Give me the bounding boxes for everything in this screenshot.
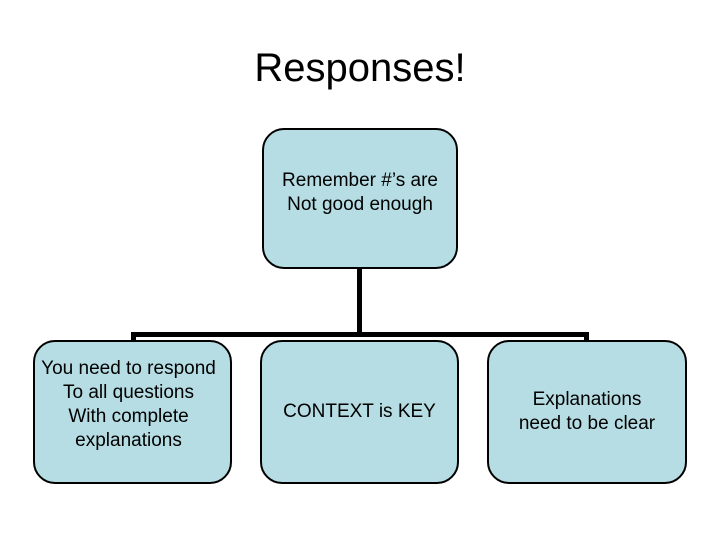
connector-bar-horizontal xyxy=(131,332,589,337)
connector-drop-right xyxy=(584,332,589,344)
node-box-respond[interactable]: You need to respond To all questions Wit… xyxy=(33,340,232,484)
node-label-root: Remember #’s are Not good enough xyxy=(282,169,438,215)
connector-stem-vertical xyxy=(357,268,362,337)
node-box-root[interactable]: Remember #’s are Not good enough xyxy=(262,128,458,269)
connector-drop-left xyxy=(131,332,136,344)
page-title: Responses! xyxy=(254,46,466,90)
node-box-explanations[interactable]: Explanations need to be clear xyxy=(487,340,687,484)
node-label-context: CONTEXT is KEY xyxy=(283,401,436,422)
node-box-context[interactable]: CONTEXT is KEY xyxy=(260,340,459,484)
node-label-explanations: Explanations need to be clear xyxy=(518,389,656,434)
node-label-respond: You need to respond To all questions Wit… xyxy=(41,358,216,451)
